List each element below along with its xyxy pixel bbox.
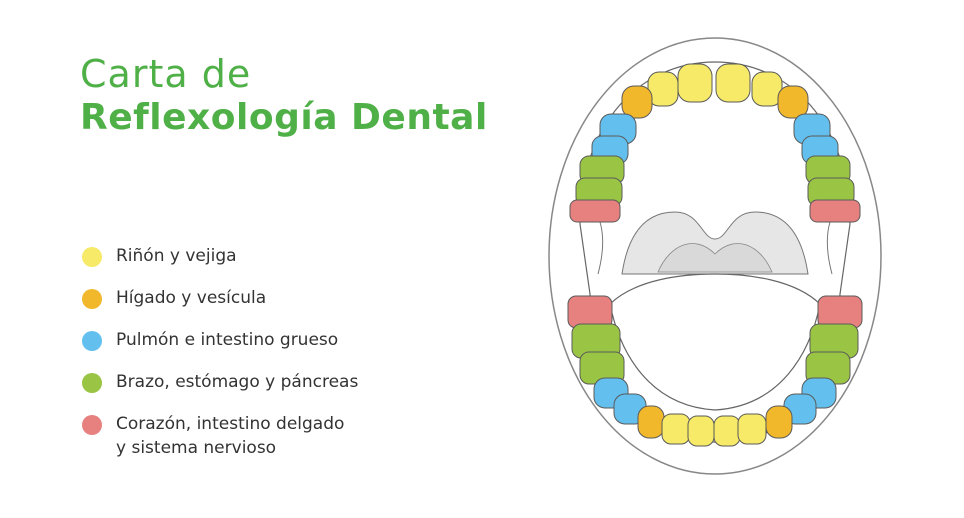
tooth-lower-wisdom-right xyxy=(817,295,863,329)
legend-dot-stomach xyxy=(82,373,102,393)
tooth-upper-incisor-1 xyxy=(677,63,713,103)
jaw-hinge-right xyxy=(826,221,833,275)
upper-teeth xyxy=(569,63,861,223)
legend-label-kidney: Riñón y vejiga xyxy=(116,246,237,266)
tooth-upper-incisor-2 xyxy=(715,63,751,103)
lower-teeth xyxy=(567,295,863,447)
title-line-2: Reflexología Dental xyxy=(80,97,488,138)
legend-label-heart-line2: y sistema nervioso xyxy=(116,438,277,458)
legend-dot-heart xyxy=(82,415,102,435)
legend-label-heart-line1: Corazón, intestino delgado xyxy=(116,414,345,434)
title-line-1: Carta de xyxy=(80,52,252,96)
title-block: Carta de Reflexología Dental xyxy=(80,52,488,140)
tooth-lower-wisdom-left xyxy=(567,295,613,329)
tooth-lower-incisor-4 xyxy=(737,413,767,445)
tooth-lower-canine-left xyxy=(637,405,665,439)
legend-dot-kidney xyxy=(82,247,102,267)
tooth-lower-incisor-1 xyxy=(661,413,691,445)
legend-dot-lung xyxy=(82,331,102,351)
tooth-lower-canine-right xyxy=(765,405,793,439)
tooth-lower-incisor-2 xyxy=(687,415,715,447)
jaw-hinge-left xyxy=(597,221,604,275)
tooth-upper-wisdom-right xyxy=(809,199,861,223)
tooth-upper-canine-left xyxy=(621,85,653,119)
tooth-upper-wisdom-left xyxy=(569,199,621,223)
tooth-lower-incisor-3 xyxy=(713,415,741,447)
legend-label-heart: Corazón, intestino delgado y sistema ner… xyxy=(116,412,344,460)
legend-label-lung: Pulmón e intestino grueso xyxy=(116,330,339,350)
tooth-upper-canine-right xyxy=(777,85,809,119)
uvula xyxy=(657,243,773,273)
mouth-diagram xyxy=(548,37,882,475)
legend-dot-liver xyxy=(82,289,102,309)
legend-label-stomach: Brazo, estómago y páncreas xyxy=(116,372,359,392)
legend-label-liver: Hígado y vesícula xyxy=(116,288,267,308)
